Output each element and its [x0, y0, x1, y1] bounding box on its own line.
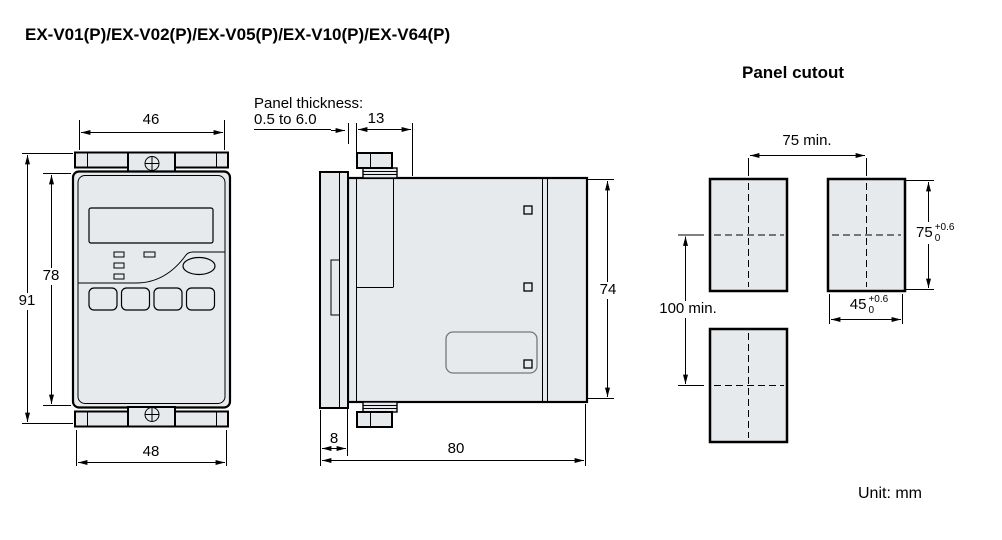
display-window [88, 207, 214, 244]
front-view-dimensions [22, 120, 227, 466]
bezel-slot [330, 259, 340, 316]
mount-screw-top-icon [144, 156, 160, 171]
clamp-screw-top-icon [356, 152, 398, 179]
connector-squares [523, 205, 533, 369]
dim-front-height-outer: 91 [15, 292, 39, 310]
dim-cutout-width-value: 45 [849, 295, 867, 313]
dim-front-width-top: 46 [142, 111, 160, 128]
panel-thickness-range: 0.5 to 6.0 [254, 111, 317, 128]
device-body [71, 170, 232, 409]
dim-cutout-vertical-pitch: 100 min. [656, 300, 720, 318]
dim-side-body-height: 74 [596, 281, 620, 299]
panel-thickness-title: Panel thickness: [254, 95, 364, 112]
front-view [71, 151, 232, 428]
control-knob [182, 256, 216, 276]
unit-label: Unit: mm [858, 485, 922, 502]
page-title: EX-V01(P)/EX-V02(P)/EX-V05(P)/EX-V10(P)/… [25, 25, 451, 44]
cutout-centerlines [714, 183, 901, 438]
dim-cutout-height-tolerance: +0.6 0 [934, 222, 955, 244]
operation-buttons [88, 287, 216, 311]
face-divider-curve [78, 251, 225, 284]
indicator-leds [113, 251, 156, 280]
dim-front-width-bottom: 48 [142, 443, 160, 460]
dim-cutout-height: 75 +0.6 0 [913, 222, 958, 244]
dim-cutout-height-value: 75 [916, 223, 933, 241]
panel-cutout-view [678, 177, 907, 444]
mount-screw-bottom-icon [144, 407, 160, 422]
side-body [346, 176, 589, 404]
dim-cutout-width-tolerance: +0.6 0 [868, 294, 889, 316]
side-bezel [319, 171, 349, 409]
device-face [77, 175, 226, 404]
clamp-screw-bottom-icon [356, 401, 398, 428]
dim-side-clamp-depth: 13 [367, 110, 385, 127]
label-plate [445, 331, 538, 374]
dim-cutout-width: 45 +0.6 0 [850, 294, 888, 316]
side-view [319, 152, 589, 428]
dim-front-height-inner: 78 [39, 267, 63, 285]
dim-side-bezel-depth: 8 [329, 430, 339, 447]
dim-cutout-horizontal-pitch: 75 min. [782, 132, 832, 149]
dim-side-body-depth: 80 [447, 440, 465, 457]
panel-cutout-heading: Panel cutout [742, 63, 845, 82]
